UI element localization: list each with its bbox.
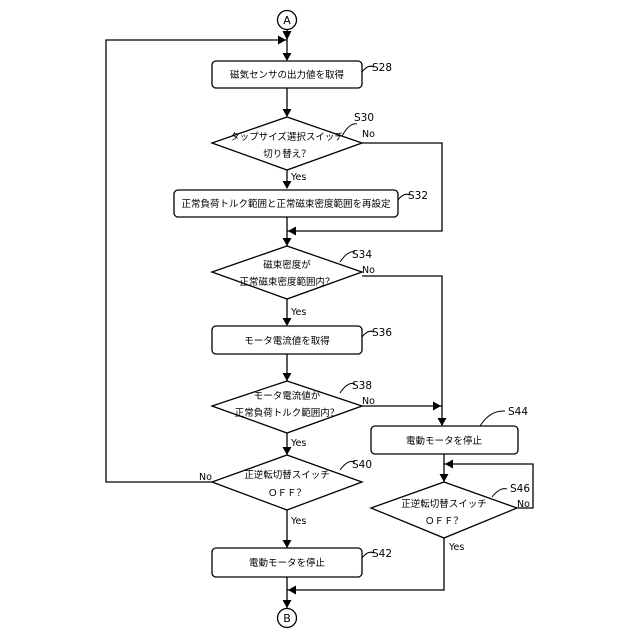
step-s46-text-line2: ＯＦＦ？	[425, 516, 463, 527]
step-s40-text-line2: ＯＦＦ？	[268, 488, 306, 499]
arrowhead	[433, 402, 441, 411]
arrowhead	[278, 36, 286, 45]
leader-s44	[480, 411, 505, 426]
arrowhead	[288, 227, 296, 236]
arrowhead	[283, 373, 292, 381]
branch-s38-yes: Yes	[290, 438, 306, 449]
step-s40-diamond	[212, 455, 362, 510]
arrowhead	[440, 474, 449, 482]
arrowhead	[288, 586, 296, 595]
arrowhead	[283, 53, 292, 61]
step-s38-label: S38	[352, 380, 372, 392]
arrowhead	[283, 238, 292, 246]
step-s38-text-line2: 正常負荷トルク範囲内？	[235, 407, 340, 419]
arrowhead	[283, 31, 292, 40]
branch-s34-no: No	[362, 265, 375, 276]
branch-s30-no: No	[362, 129, 375, 140]
leader-s30	[342, 124, 357, 136]
step-s42-label: S42	[372, 548, 392, 560]
branch-s46-yes: Yes	[448, 542, 464, 553]
step-s28-label: S28	[372, 62, 392, 74]
leader-s46	[492, 489, 507, 497]
step-s30-text-line1: タップサイズ選択スイッチ	[230, 131, 344, 143]
arrowhead	[283, 447, 292, 455]
step-s42-text: 電動モータを停止	[249, 557, 326, 569]
arrowhead	[445, 460, 453, 469]
step-s34-label: S34	[352, 249, 372, 261]
step-s46-diamond	[371, 482, 517, 538]
step-s46-text-line1: 正逆転切替スイッチ	[401, 498, 487, 510]
step-s38-diamond	[212, 381, 362, 433]
arrowhead	[283, 540, 292, 548]
step-s46-label: S46	[510, 483, 530, 495]
step-s34-text-line1: 磁束密度が	[263, 259, 311, 271]
step-s34-diamond	[212, 246, 362, 299]
connector-a-label: A	[283, 14, 291, 27]
step-s36-label: S36	[372, 327, 392, 339]
step-s34-text-line2: 正常磁束密度範囲内？	[239, 276, 334, 288]
arrowhead	[283, 109, 292, 117]
branch-s34-yes: Yes	[290, 307, 306, 318]
step-s40-text-line1: 正逆転切替スイッチ	[244, 469, 330, 481]
step-s30-label: S30	[354, 112, 374, 124]
connector-b-label: B	[283, 612, 291, 625]
step-s40-label: S40	[352, 459, 372, 471]
arrowhead	[438, 418, 447, 426]
arrowhead	[283, 600, 292, 608]
arrowhead	[283, 318, 292, 326]
step-s44-label: S44	[508, 406, 528, 418]
arrowhead	[283, 181, 292, 189]
step-s30-text-line2: 切り替え？	[263, 148, 311, 160]
step-s32-label: S32	[408, 190, 428, 202]
step-s28-text: 磁気センサの出力値を取得	[230, 69, 345, 81]
step-s38-text-line1: モータ電流値が	[254, 390, 321, 402]
branch-s40-yes: Yes	[290, 516, 306, 527]
step-s32-text: 正常負荷トルク範囲と正常磁束密度範囲を再設定	[181, 198, 391, 210]
step-s36-text: モータ電流値を取得	[244, 335, 330, 347]
step-s44-text: 電動モータを停止	[406, 435, 483, 447]
branch-s30-yes: Yes	[290, 172, 306, 183]
step-s30-diamond	[212, 117, 362, 170]
